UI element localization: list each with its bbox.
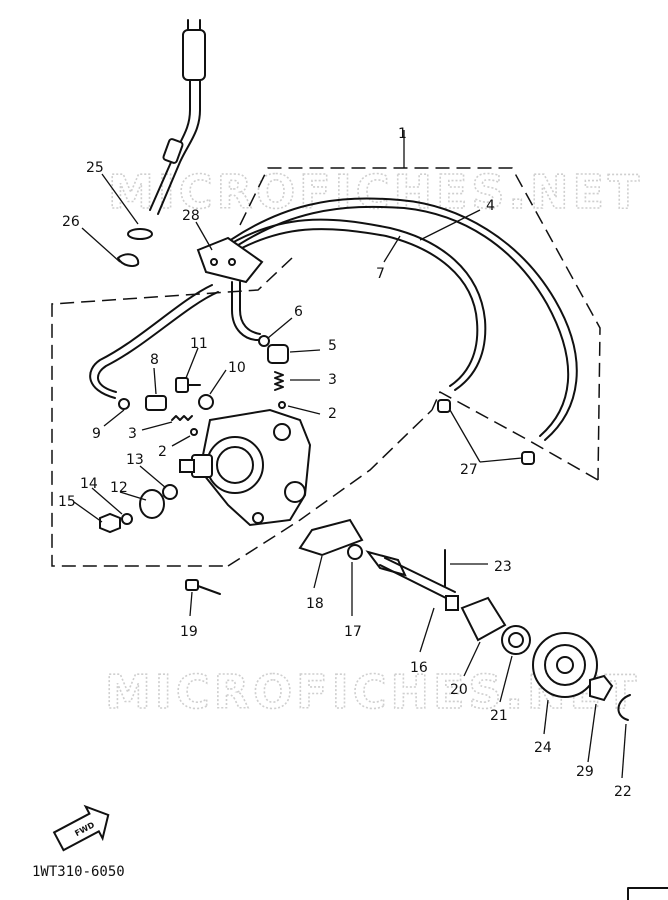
- assembly-boundary-lines: [51, 130, 601, 567]
- callout-11: 11: [190, 336, 208, 352]
- check-ball-2-upper: [278, 401, 286, 409]
- union-8: [145, 395, 167, 411]
- oil-hoses: [89, 19, 578, 441]
- callout-10: 10: [228, 360, 246, 376]
- fwd-arrow-icon: FWD: [52, 804, 110, 852]
- callout-24: 24: [534, 740, 552, 756]
- callout-23: 23: [494, 559, 512, 575]
- pump-drive-gear-24: [532, 632, 598, 698]
- callout-5: 5: [328, 338, 337, 354]
- callout-26: 26: [62, 214, 80, 230]
- corner-frame: [627, 887, 668, 900]
- callout-7: 7: [376, 266, 385, 282]
- cap-27a: [437, 399, 451, 413]
- callout-18: 18: [306, 596, 324, 612]
- oil-seal-21-inner: [508, 632, 524, 648]
- pulley-12: [139, 489, 165, 519]
- diagram-code: 1WT310-6050: [32, 864, 125, 880]
- callout-2-lower: 2: [158, 444, 167, 460]
- circlip-22: [617, 694, 631, 721]
- banjo-bolt-5: [267, 344, 289, 364]
- washer-29: [589, 674, 614, 702]
- gasket-10: [198, 394, 214, 410]
- plate-13: [162, 484, 178, 500]
- callout-8: 8: [150, 352, 159, 368]
- callout-12: 12: [110, 480, 128, 496]
- callout-22: 22: [614, 784, 632, 800]
- o-ring-17: [347, 544, 363, 560]
- watermark-top: MICROFICHES.NET: [108, 165, 643, 219]
- callout-19: 19: [180, 624, 198, 640]
- callout-1: 1: [398, 126, 407, 142]
- check-ball-2-lower: [190, 428, 198, 436]
- clip-25: [127, 228, 153, 240]
- oil-pump-body: [179, 408, 312, 527]
- callout-13: 13: [126, 452, 144, 468]
- nut-15: [99, 512, 121, 534]
- oil-seal-21: [501, 625, 531, 655]
- callout-15: 15: [58, 494, 76, 510]
- callout-3-lower: 3: [128, 426, 137, 442]
- gasket-18: [298, 518, 364, 557]
- washer-14: [121, 513, 133, 525]
- clip-9: [118, 398, 130, 410]
- leader-lines: [73, 173, 627, 779]
- callout-14: 14: [80, 476, 98, 492]
- callout-25: 25: [86, 160, 104, 176]
- union-6: [258, 335, 270, 347]
- cap-27b: [521, 451, 535, 465]
- spring-3-lower: [171, 415, 193, 421]
- cable-guide-28: [196, 236, 264, 284]
- callout-4: 4: [486, 198, 495, 214]
- bleed-screw-11: [175, 377, 201, 393]
- bolt-19: [185, 579, 221, 595]
- callout-6: 6: [294, 304, 303, 320]
- callout-28: 28: [182, 208, 200, 224]
- callout-9: 9: [92, 426, 101, 442]
- spring-3-upper: [274, 371, 284, 391]
- callout-20: 20: [450, 682, 468, 698]
- drive-shaft-16: [365, 550, 459, 611]
- callout-3-upper: 3: [328, 372, 337, 388]
- callout-labels: 1 2 2 3 3 4 5 6 7 8 9 10 11 12 13 14 15 …: [58, 126, 632, 800]
- callout-2-upper: 2: [328, 406, 337, 422]
- callout-29: 29: [576, 764, 594, 780]
- collar-20: [460, 596, 507, 642]
- clip-26: [117, 253, 140, 267]
- callout-16: 16: [410, 660, 428, 676]
- callout-17: 17: [344, 624, 362, 640]
- callout-21: 21: [490, 708, 508, 724]
- callout-27: 27: [460, 462, 478, 478]
